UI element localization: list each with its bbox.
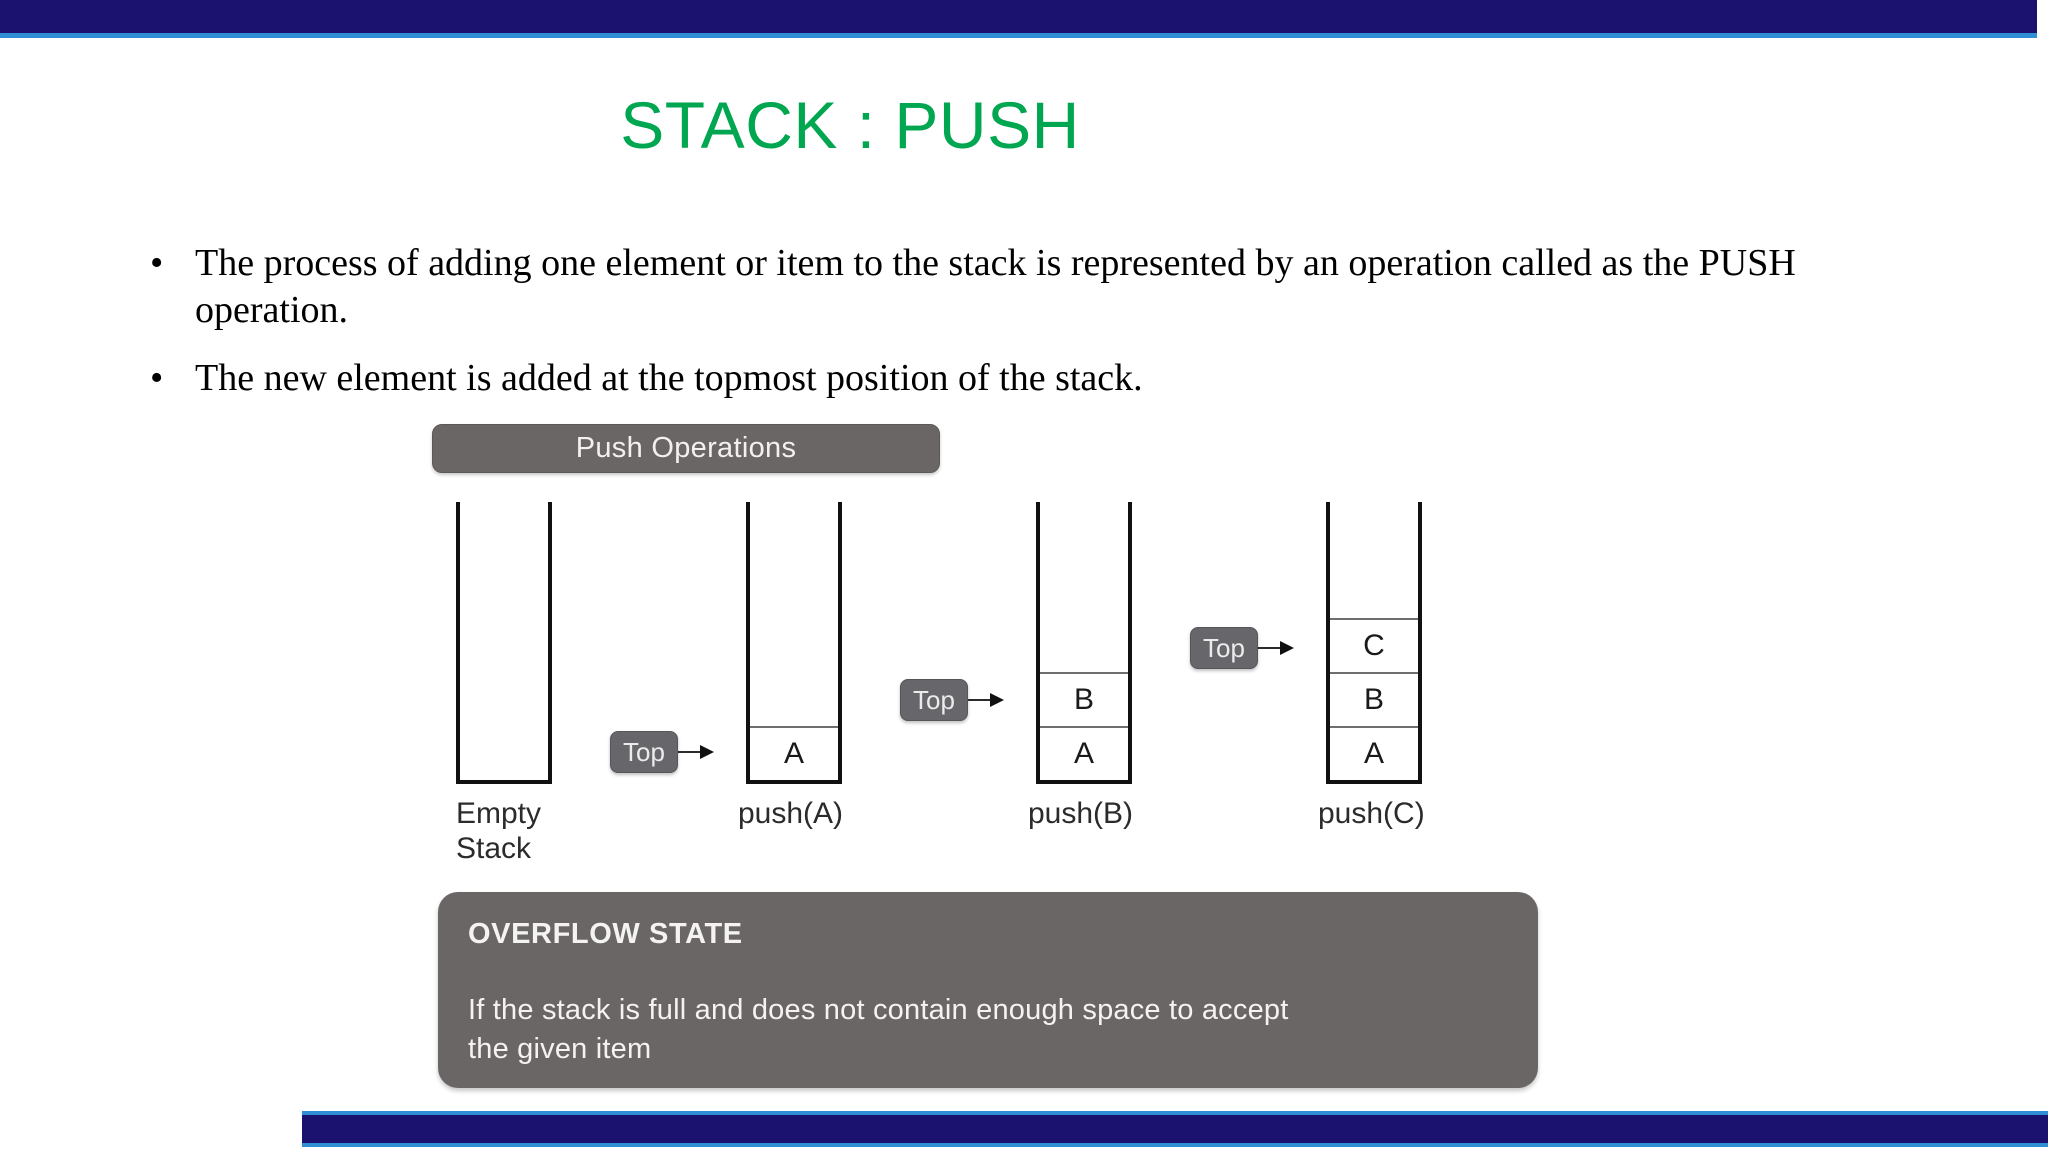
stack-cells: A — [750, 726, 838, 780]
list-item: • The new element is added at the topmos… — [150, 355, 1940, 402]
bullet-marker-icon: • — [150, 357, 164, 400]
arrow-right-icon — [1258, 641, 1296, 655]
stack-caption-push-a: push(A) — [738, 797, 844, 830]
push-operations-diagram: Push Operations Empty Stack A Top push(A… — [432, 424, 1612, 1096]
arrow-right-icon — [678, 745, 716, 759]
push-operations-header: Push Operations — [432, 424, 940, 473]
bullet-text: The process of adding one element or ite… — [195, 242, 1796, 331]
arrow-right-icon — [968, 693, 1006, 707]
stack-cell: A — [1330, 726, 1418, 780]
stack-push-b: A B — [1036, 502, 1132, 784]
list-item: • The process of adding one element or i… — [150, 240, 1940, 333]
stack-floor — [456, 780, 552, 784]
stack-floor — [1326, 780, 1422, 784]
stack-wall-left — [1326, 502, 1330, 784]
stack-push-a: A — [746, 502, 842, 784]
stack-caption-push-c: push(C) — [1318, 797, 1425, 830]
stack-cell: A — [750, 726, 838, 780]
bullet-marker-icon: • — [150, 242, 164, 284]
stack-wall-right — [838, 502, 842, 784]
stack-cell: B — [1040, 672, 1128, 726]
top-badge: Top — [1190, 627, 1258, 669]
stack-cells: A B C — [1330, 618, 1418, 780]
overflow-state-note: OVERFLOW STATE If the stack is full and … — [438, 892, 1538, 1088]
stack-cell: B — [1330, 672, 1418, 726]
stack-wall-right — [1418, 502, 1422, 784]
overflow-state-title: OVERFLOW STATE — [468, 918, 743, 950]
stack-wall-right — [548, 502, 552, 784]
stack-caption-push-b: push(B) — [1028, 797, 1134, 830]
stack-wall-left — [746, 502, 750, 784]
overflow-state-body: If the stack is full and does not contai… — [468, 994, 1289, 1065]
bullet-list: • The process of adding one element or i… — [150, 240, 1940, 402]
stack-wall-left — [1036, 502, 1040, 784]
page-title: STACK : PUSH — [620, 88, 1080, 162]
stack-cell: A — [1040, 726, 1128, 780]
top-badge: Top — [610, 731, 678, 773]
top-pointer-push-a: Top — [610, 730, 716, 774]
bottom-decorative-bar — [302, 1111, 2048, 1147]
stack-floor — [746, 780, 842, 784]
stack-push-c: A B C — [1326, 502, 1422, 784]
stack-empty — [456, 502, 552, 784]
bullet-text: The new element is added at the topmost … — [195, 357, 1143, 400]
top-pointer-push-b: Top — [900, 678, 1006, 722]
stack-cells: A B — [1040, 672, 1128, 780]
stack-wall-right — [1128, 502, 1132, 784]
stack-cell: C — [1330, 618, 1418, 672]
stack-floor — [1036, 780, 1132, 784]
top-decorative-bar — [0, 0, 2037, 38]
stack-wall-left — [456, 502, 460, 784]
top-badge: Top — [900, 679, 968, 721]
top-pointer-push-c: Top — [1190, 626, 1296, 670]
stack-caption-empty: Empty Stack — [456, 797, 542, 866]
